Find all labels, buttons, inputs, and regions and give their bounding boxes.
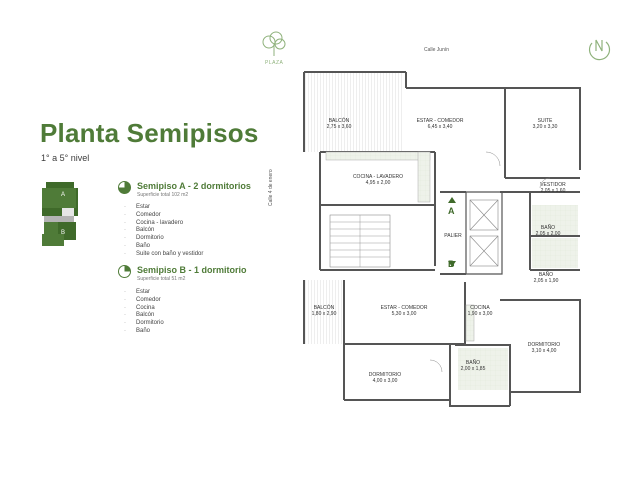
room-balcon-a: BALCÓN 2,75 x 3,60 — [326, 118, 352, 130]
tree-logo-icon — [262, 31, 286, 56]
page-title: Planta Semipisos — [40, 118, 259, 148]
list-item: Suite con baño y vestidor — [124, 251, 203, 259]
list-item: Dormitorio — [124, 320, 164, 328]
room-cocina-lavadero: COCINA - LAVADERO 4,95 x 2,00 — [352, 174, 404, 186]
room-suite: SUITE 3,20 x 3,30 — [532, 118, 558, 130]
key-plan-label-a: A — [61, 192, 66, 198]
list-item: Baño — [124, 328, 164, 336]
unit-a-features: Estar Comedor Cocina - lavadero Balcón D… — [124, 204, 203, 259]
unit-b-features: Estar Comedor Cocina Balcón Dormitorio B… — [124, 289, 164, 336]
room-vestidor: VESTIDOR 2,05 x 1,60 — [540, 182, 566, 194]
room-estar-comedor-a: ESTAR - COMEDOR 6,45 x 3,40 — [416, 118, 464, 130]
list-item: Cocina - lavadero — [124, 220, 203, 228]
key-plan-label-b: B — [61, 230, 66, 236]
room-balcon-b: BALCÓN 1,80 x 2,90 — [311, 305, 337, 317]
list-item: Comedor — [124, 212, 203, 220]
balcony-a — [304, 72, 404, 152]
page-subtitle: 1° a 5° nivel — [41, 153, 90, 163]
unit-marker-a: A — [448, 206, 455, 216]
street-north-label: Calle Junín — [424, 47, 450, 53]
plaza-label: PLAZA — [265, 60, 284, 66]
list-item: Balcón — [124, 312, 164, 320]
room-dormitorio-a: DORMITORIO 3,10 x 4,00 — [527, 342, 561, 354]
floor-plan — [303, 71, 581, 407]
unit-marker-b: B — [448, 259, 455, 269]
unit-a-surface: Superficie total 102 m2 — [137, 192, 189, 198]
unit-b-surface: Superficie total 51 m2 — [137, 276, 186, 282]
room-bano-suite: BAÑO 2,05 x 2,00 — [535, 225, 561, 237]
list-item: Baño — [124, 243, 203, 251]
balcony-b — [304, 280, 344, 344]
street-west-label: Calle 4 de enero — [268, 169, 274, 206]
unit-b-title: Semipiso B - 1 dormitorio — [137, 265, 247, 275]
list-item: Cocina — [124, 305, 164, 313]
key-plan — [42, 182, 78, 246]
room-dormitorio-b: DORMITORIO 4,00 x 3,00 — [368, 372, 402, 384]
list-item: Dormitorio — [124, 235, 203, 243]
room-palier: PALIER — [444, 233, 462, 239]
room-bano-b: BAÑO 2,00 x 1,85 — [460, 360, 486, 372]
unit-a-pie-icon — [118, 181, 131, 194]
list-item: Estar — [124, 289, 164, 297]
unit-b-pie-icon — [118, 265, 131, 278]
room-cocina-b: COCINA 1,90 x 3,00 — [467, 305, 493, 317]
room-bano-a: BAÑO 2,05 x 1,90 — [533, 272, 559, 284]
brand-logo-icon — [588, 39, 611, 61]
list-item: Balcón — [124, 227, 203, 235]
unit-a-title: Semipiso A - 2 dormitorios — [137, 181, 251, 191]
list-item: Comedor — [124, 297, 164, 305]
room-estar-comedor-b: ESTAR - COMEDOR 5,30 x 3,00 — [380, 305, 428, 317]
list-item: Estar — [124, 204, 203, 212]
